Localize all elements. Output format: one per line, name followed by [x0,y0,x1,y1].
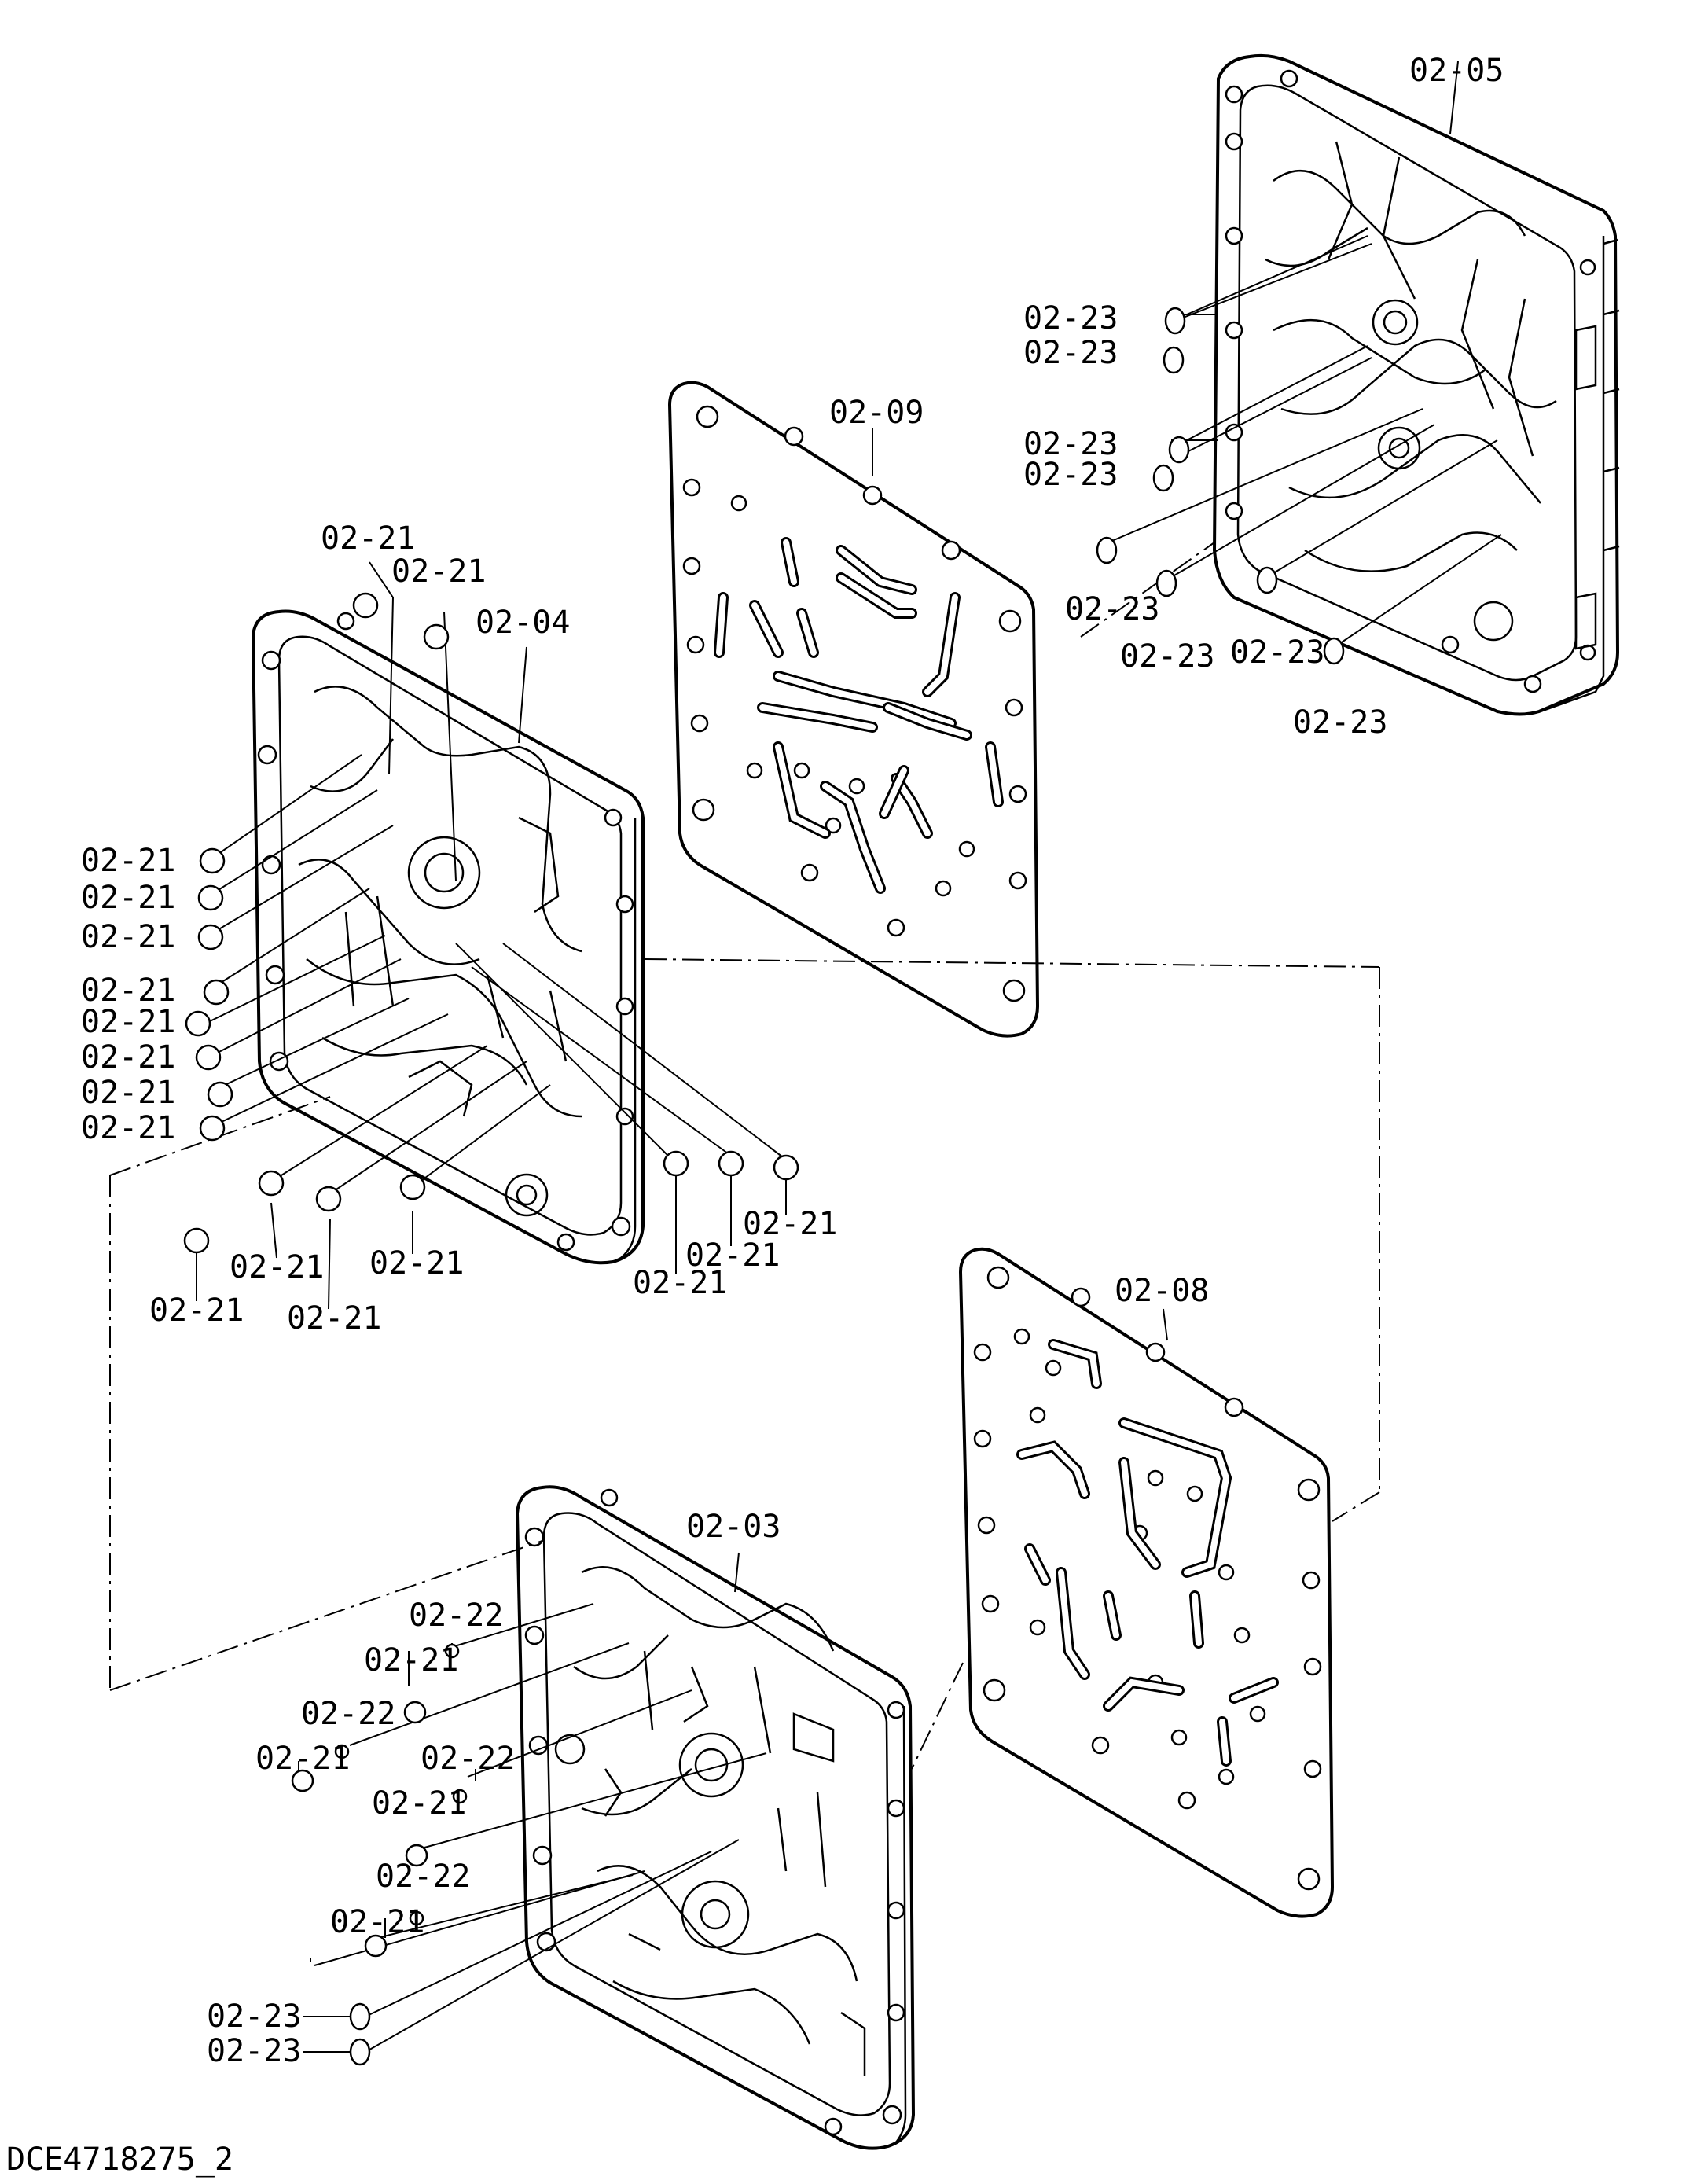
label-02-22: 02-22 [409,1598,503,1634]
label-02-23: 02-23 [1023,300,1118,336]
label-02-21: 02-21 [685,1237,780,1274]
label-02-21: 02-21 [149,1292,244,1329]
label-02-23: 02-23 [1023,426,1118,462]
label-02-22: 02-22 [301,1696,395,1732]
separator-plate-02-09 [667,381,1040,1038]
label-02-04: 02-04 [476,605,570,641]
label-02-08: 02-08 [1115,1273,1209,1309]
screen-part [1256,566,1278,594]
label-02-23: 02-23 [1293,704,1387,741]
screen-part [1155,569,1177,597]
label-02-21: 02-21 [81,1110,175,1146]
label-02-21: 02-21 [81,1039,175,1075]
label-02-21: 02-21 [369,1245,464,1281]
label-02-21: 02-21 [372,1785,466,1822]
label-02-21: 02-21 [633,1265,727,1301]
valve-body-02-04 [251,609,645,1265]
label-02-21: 02-21 [743,1206,837,1242]
separator-plate-02-08 [958,1247,1335,1918]
label-02-21: 02-21 [81,880,175,916]
label-02-23: 02-23 [207,1998,301,2035]
screen-part [1168,436,1190,464]
label-02-21: 02-21 [255,1741,350,1777]
valve-body-02-03 [515,1485,916,2150]
label-02-21: 02-21 [81,1075,175,1111]
part-labels: 02-05 02-09 02-04 02-08 02-03 02-23 02-2… [81,53,1504,2069]
screen-part [1152,464,1174,492]
screen-part [1323,637,1345,665]
label-02-21: 02-21 [330,1904,424,1940]
label-02-21: 02-21 [81,919,175,955]
label-02-21: 02-21 [391,553,486,590]
label-02-22: 02-22 [376,1859,470,1895]
screen-part [1164,307,1186,335]
label-02-23: 02-23 [1023,335,1118,371]
label-02-23: 02-23 [1230,634,1324,671]
label-02-21: 02-21 [81,973,175,1009]
label-02-21: 02-21 [364,1642,458,1678]
label-02-22: 02-22 [421,1741,515,1777]
label-02-03: 02-03 [686,1509,781,1545]
screen-part [1096,536,1118,564]
drawing-code: DCE4718275_2 [6,2142,233,2178]
label-02-21: 02-21 [81,1004,175,1040]
label-02-23: 02-23 [207,2033,301,2069]
label-02-21: 02-21 [230,1249,324,1285]
label-02-21: 02-21 [287,1300,381,1337]
label-02-23: 02-23 [1120,638,1214,675]
screen-part [1163,346,1185,374]
label-02-09: 02-09 [829,395,924,431]
label-02-21: 02-21 [321,520,415,557]
small-parts [183,307,1345,2066]
label-02-23: 02-23 [1023,457,1118,493]
label-02-21: 02-21 [81,843,175,879]
valve-body-02-05 [1212,53,1620,716]
label-02-23: 02-23 [1065,591,1159,627]
label-02-05: 02-05 [1409,53,1504,89]
